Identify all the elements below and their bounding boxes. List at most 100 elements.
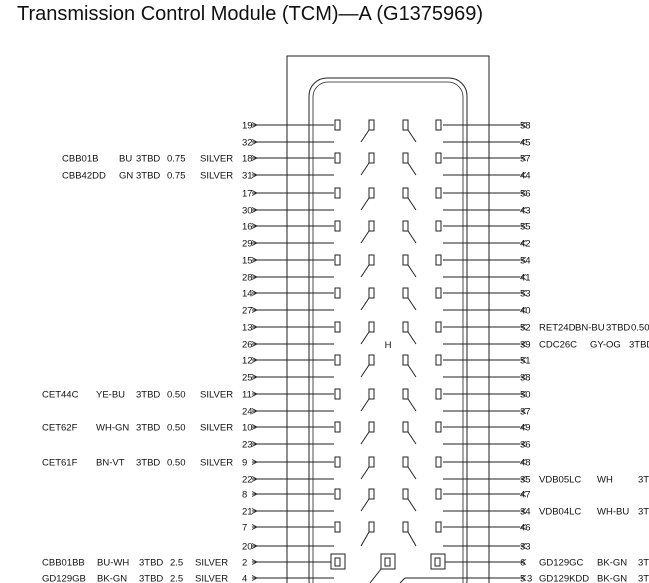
pin-terminal-core-2 bbox=[334, 557, 341, 567]
pin-number-11: 11 bbox=[242, 390, 252, 401]
wire-tbd-34: 3T bbox=[638, 507, 649, 518]
wire-color-18: BU bbox=[119, 154, 132, 165]
pin-bend-18 bbox=[360, 162, 370, 176]
page-title: Transmission Control Module (TCM)—A (G13… bbox=[17, 3, 484, 25]
pin-arrow-40 bbox=[520, 307, 527, 313]
pin-terminal-55 bbox=[435, 220, 442, 232]
pin-arrow-27 bbox=[251, 307, 258, 313]
wire-circuit-18: CBB01B bbox=[62, 154, 98, 165]
pin-arrow-18 bbox=[251, 155, 258, 161]
pin-terminal-19 bbox=[334, 119, 341, 131]
pin-arrow-53 bbox=[520, 290, 527, 296]
pin-terminal-mid-core-2 bbox=[384, 557, 391, 567]
pin-inner-terminal-56 bbox=[402, 187, 409, 199]
pin-number-8: 8 bbox=[242, 490, 247, 501]
pin-arrow-20 bbox=[251, 543, 258, 549]
pin-bend-16 bbox=[360, 230, 370, 244]
pin-arrow-10 bbox=[251, 424, 258, 430]
wire-size-2: 2.5 bbox=[170, 558, 183, 569]
pin-bend-10 bbox=[360, 431, 370, 445]
wire-circuit-2: CBB01BB bbox=[42, 558, 85, 569]
wire-circuit-35: VDB05LC bbox=[539, 475, 581, 486]
pin-number-19: 19 bbox=[242, 121, 253, 132]
pin-bend-13 bbox=[360, 331, 370, 345]
wire-color-10: WH-GN bbox=[96, 423, 129, 434]
wire-circuit-10: CET62F bbox=[42, 423, 78, 434]
pin-bend-17 bbox=[360, 197, 370, 211]
wire-tbd-39: 3TBD bbox=[629, 340, 649, 351]
pin-arrow-31 bbox=[251, 172, 258, 178]
pin-number-13: 13 bbox=[242, 323, 253, 334]
pin-terminal-13 bbox=[334, 321, 341, 333]
pin-number-5: 5 bbox=[520, 574, 525, 583]
pin-inner-terminal-8 bbox=[368, 488, 375, 500]
pin-number-14: 14 bbox=[242, 289, 253, 300]
pin-number-4: 4 bbox=[242, 574, 247, 583]
pin-number-7: 7 bbox=[242, 523, 247, 534]
pin-number-24: 24 bbox=[242, 407, 253, 418]
pin-number-44: 44 bbox=[520, 171, 531, 182]
pin-terminal-46 bbox=[435, 521, 442, 533]
wire-color-9: BN-VT bbox=[96, 458, 125, 469]
pin-number-47: 47 bbox=[520, 490, 531, 501]
wire-color-2: BU-WH bbox=[97, 558, 129, 569]
pin-arrow-34 bbox=[520, 508, 527, 514]
pin-arrow-46 bbox=[520, 524, 527, 530]
pin-number-56: 56 bbox=[520, 189, 531, 200]
pin-arrow-26 bbox=[251, 341, 258, 347]
wire-tbd-31: 3TBD bbox=[136, 171, 160, 182]
pin-inner-terminal-17 bbox=[368, 187, 375, 199]
center-mark: H bbox=[385, 340, 392, 351]
pin-inner-terminal-51 bbox=[402, 354, 409, 366]
wire-color-6: BK-GN bbox=[597, 558, 627, 569]
pin-inner-terminal-55 bbox=[402, 220, 409, 232]
pin-arrow-55 bbox=[520, 223, 527, 229]
pin-terminal-7 bbox=[334, 521, 341, 533]
wire-tbd-3: 3T bbox=[638, 574, 649, 583]
pin-arrow-37 bbox=[520, 408, 527, 414]
pin-inner-terminal-13 bbox=[368, 321, 375, 333]
pin-number-16: 16 bbox=[242, 222, 253, 233]
pin-terminal-8 bbox=[334, 488, 341, 500]
wire-terminal-18: SILVER bbox=[200, 154, 233, 165]
wire-color-4: BK-GN bbox=[97, 574, 127, 583]
wire-size-11: 0.50 bbox=[167, 390, 186, 401]
pin-inner-terminal-46 bbox=[402, 521, 409, 533]
pin-arrow-17 bbox=[251, 190, 258, 196]
pin-arrow-6 bbox=[520, 559, 527, 565]
pin-number-36: 36 bbox=[520, 440, 531, 451]
pin-number-38: 38 bbox=[520, 373, 531, 384]
pin-terminal-56 bbox=[435, 187, 442, 199]
pin-terminal-49 bbox=[435, 421, 442, 433]
pin-inner-terminal-11 bbox=[368, 388, 375, 400]
pin-number-28: 28 bbox=[242, 273, 253, 284]
pin-arrow-8 bbox=[251, 491, 258, 497]
pin-inner-terminal-12 bbox=[368, 354, 375, 366]
pin-bend-15 bbox=[360, 264, 370, 278]
pin-number-32: 32 bbox=[242, 138, 253, 149]
connector-inner-outline-2 bbox=[312, 81, 464, 583]
pin-arrow-54 bbox=[520, 257, 527, 263]
pin-arrow-33 bbox=[520, 543, 527, 549]
pin-terminal-58 bbox=[435, 119, 442, 131]
pin-arrow-35 bbox=[520, 476, 527, 482]
pin-bend-3 bbox=[399, 577, 406, 583]
wire-terminal-11: SILVER bbox=[200, 390, 233, 401]
wire-circuit-6: GD129GC bbox=[539, 558, 583, 569]
pin-arrow-24 bbox=[251, 408, 258, 414]
connector-inner-outline bbox=[308, 77, 468, 583]
pin-number-35: 35 bbox=[520, 475, 531, 486]
pin-arrow-56 bbox=[520, 190, 527, 196]
wire-circuit-3: GD129KDD bbox=[539, 574, 589, 583]
pin-terminal-52 bbox=[435, 321, 442, 333]
pin-terminal-15 bbox=[334, 254, 341, 266]
pin-inner-terminal-16 bbox=[368, 220, 375, 232]
wire-tbd-4: 3TBD bbox=[139, 574, 163, 583]
pin-bend-48 bbox=[407, 466, 417, 480]
pin-number-52: 52 bbox=[520, 323, 531, 334]
pin-bend-49 bbox=[407, 431, 417, 445]
pin-terminal-50 bbox=[435, 388, 442, 400]
pin-arrow-4 bbox=[251, 575, 258, 581]
wire-circuit-39: CDC26C bbox=[539, 340, 577, 351]
pin-number-33: 33 bbox=[520, 542, 531, 553]
